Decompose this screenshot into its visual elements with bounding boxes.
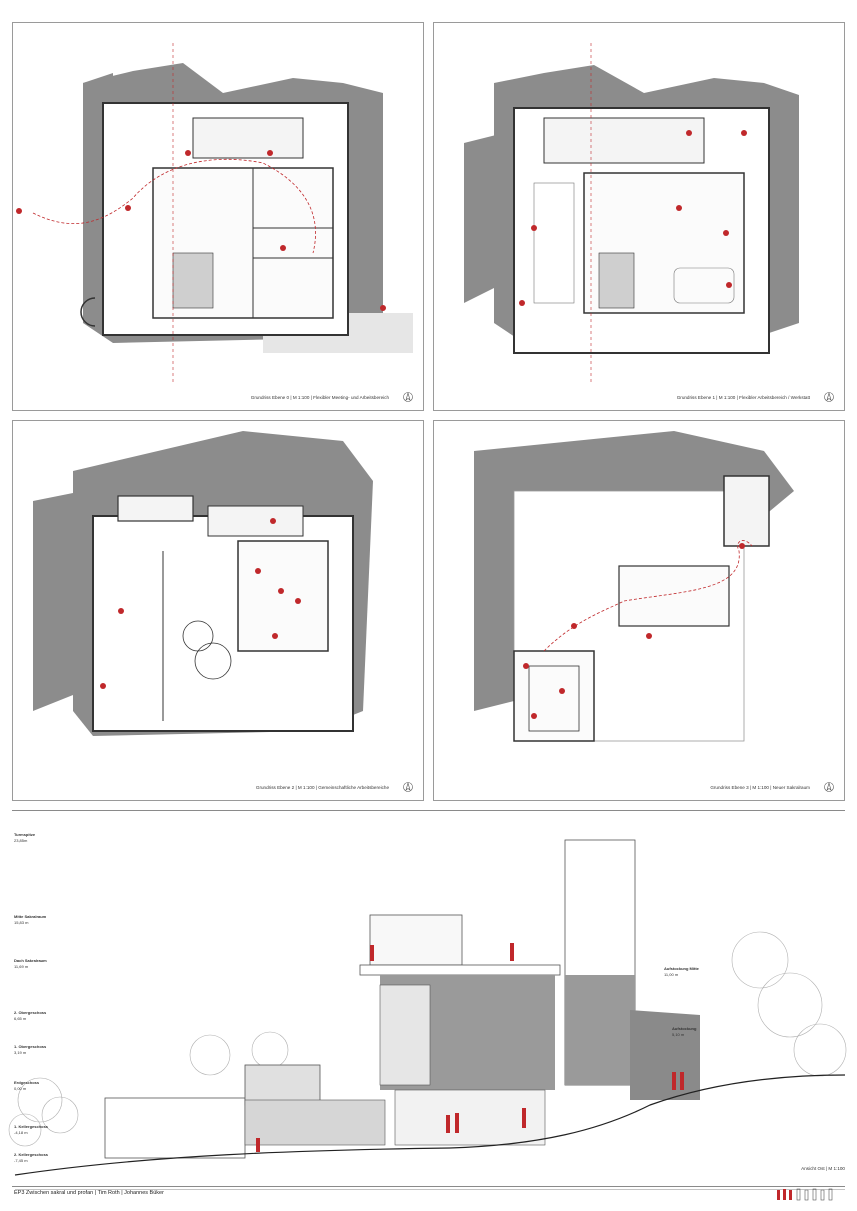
north-arrow-icon [824, 392, 834, 402]
floor-plan-drawing [474, 431, 794, 742]
floor-plan-level-2: Grundriss Ebene 2 | M 1:100 | Gemeinscha… [12, 420, 424, 801]
section-drawing [8, 839, 847, 1190]
plan-caption: Grundriss Ebene 1 | M 1:100 | Flexibler … [676, 395, 810, 400]
floor-plan-drawing [33, 431, 373, 736]
footer-divider [12, 1186, 845, 1187]
footer-title: EP3 Zwischen sakral und profan | Tim Rot… [14, 1190, 164, 1196]
plan-caption: Grundriss Ebene 0 | M 1:100 | Flexibler … [250, 395, 389, 400]
floor-plan-drawing [16, 43, 413, 383]
floor-plan-level-3: Grundriss Ebene 3 | M 1:100 | Neuer Sakr… [433, 420, 845, 801]
floor-plan-drawing [464, 43, 799, 383]
section-caption: Ansicht Ost | M 1:100 [801, 1166, 845, 1171]
north-arrow-icon [403, 782, 413, 792]
north-arrow-icon [403, 392, 413, 402]
level-marker: 1. Kellergeschoss-4,18 m [14, 1124, 49, 1135]
north-arrow-icon [824, 782, 834, 792]
plan-caption: Grundriss Ebene 2 | M 1:100 | Gemeinscha… [255, 785, 389, 790]
plan-caption: Grundriss Ebene 3 | M 1:100 | Neuer Sakr… [710, 785, 810, 790]
level-marker: 2. Kellergeschoss-7,45 m [14, 1152, 49, 1163]
people-scale-icon [777, 1188, 833, 1201]
section-divider [12, 810, 845, 811]
floor-plan-level-0: Grundriss Ebene 0 | M 1:100 | Flexibler … [12, 22, 424, 411]
floor-plan-level-1: Grundriss Ebene 1 | M 1:100 | Flexibler … [433, 22, 845, 411]
